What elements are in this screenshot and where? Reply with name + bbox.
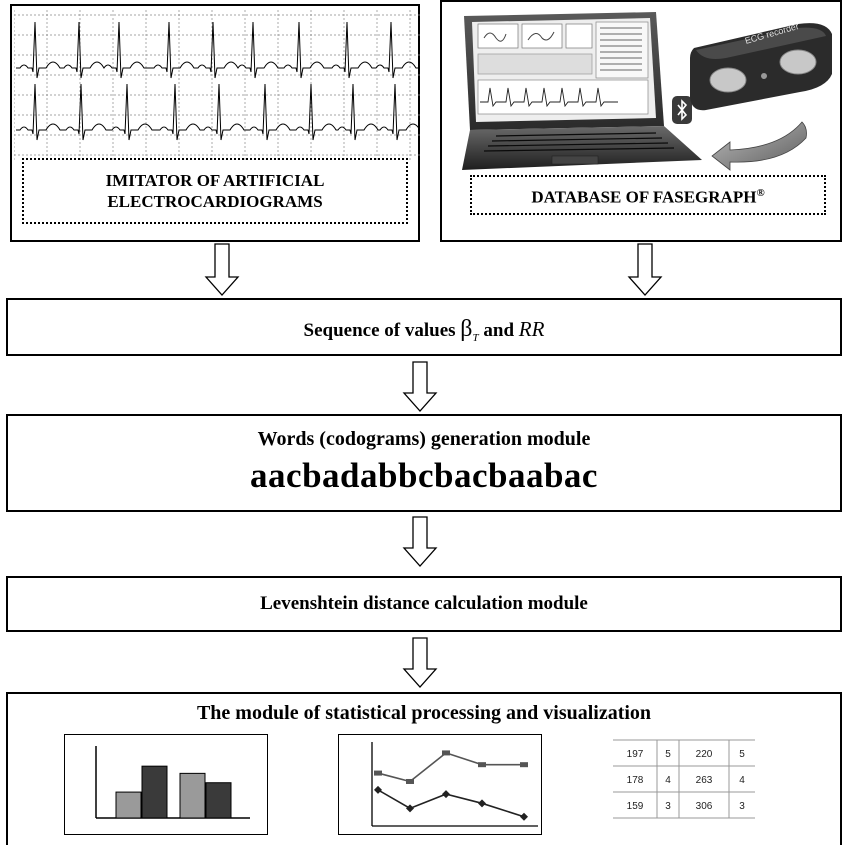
table-cell: 159 bbox=[627, 801, 644, 812]
down-arrow-3 bbox=[402, 516, 438, 567]
table-cell: 4 bbox=[665, 775, 671, 786]
line-lower-point-2 bbox=[442, 790, 450, 799]
line-upper-point-4 bbox=[520, 762, 528, 768]
down-arrow-left bbox=[204, 243, 240, 296]
table-cell: 3 bbox=[739, 801, 745, 812]
fasegraph-database-title-text: DATABASE OF FASEGRAPH bbox=[531, 187, 757, 207]
table-thumbnail: 197 5 220 5 178 4 263 4 159 3 306 3 bbox=[613, 739, 755, 819]
words-generation-box: Words (codograms) generation module aacb… bbox=[6, 414, 842, 512]
table-cell: 197 bbox=[627, 749, 644, 760]
fasegraph-database-panel: ECG recorder DATABASE OF FASEGRAPH® bbox=[440, 0, 842, 242]
beta-subscript: T bbox=[472, 331, 479, 344]
table-cell: 220 bbox=[696, 749, 713, 760]
and-text: and bbox=[483, 320, 515, 341]
line-upper-point-0 bbox=[374, 770, 382, 776]
levenshtein-box: Levenshtein distance calculation module bbox=[6, 576, 842, 632]
statistics-title: The module of statistical processing and… bbox=[196, 702, 652, 724]
bar-0 bbox=[115, 791, 142, 819]
ecg-traces bbox=[14, 10, 420, 160]
statistics-box: The module of statistical processing and… bbox=[6, 692, 842, 845]
line-chart-thumbnail bbox=[338, 734, 542, 835]
down-arrow-2 bbox=[402, 361, 438, 412]
line-lower-point-0 bbox=[374, 785, 382, 794]
table-cell: 178 bbox=[627, 775, 644, 786]
line-lower-point-3 bbox=[478, 799, 486, 808]
line-lower-point-1 bbox=[406, 804, 414, 813]
bluetooth-icon bbox=[672, 96, 692, 124]
bar-1 bbox=[141, 765, 168, 819]
ecg-imitator-panel: IMITATOR OF ARTIFICIAL ELECTROCARDIOGRAM… bbox=[10, 4, 420, 242]
codogram-text: aacbadabbcbacbaabac bbox=[250, 456, 598, 495]
levenshtein-title: Levenshtein distance calculation module bbox=[260, 593, 588, 614]
ecg-recorder-device: ECG recorder bbox=[690, 21, 832, 111]
sequence-of-values-label: Sequence of values βT and RR bbox=[8, 316, 840, 344]
bar-2 bbox=[179, 772, 206, 819]
table-cell: 5 bbox=[739, 749, 745, 760]
down-arrow-4 bbox=[402, 637, 438, 688]
bar-3 bbox=[205, 782, 232, 819]
curved-arrow-icon bbox=[711, 121, 807, 171]
line-upper-point-2 bbox=[442, 750, 450, 756]
registered-mark: ® bbox=[756, 186, 765, 199]
down-arrow-right bbox=[627, 243, 663, 296]
words-generation-title: Words (codograms) generation module bbox=[257, 428, 591, 450]
table-cell: 3 bbox=[665, 801, 671, 812]
fasegraph-database-title: DATABASE OF FASEGRAPH® bbox=[470, 175, 826, 215]
line-lower-point-4 bbox=[520, 812, 528, 821]
ecg-imitator-title-line2: ELECTROCARDIOGRAMS bbox=[107, 192, 323, 211]
beta-symbol: β bbox=[460, 316, 473, 342]
line-upper-point-3 bbox=[478, 762, 486, 768]
rr-text: RR bbox=[518, 317, 545, 341]
bar-chart-thumbnail bbox=[64, 734, 268, 835]
laptop-illustration bbox=[462, 12, 702, 170]
ecg-imitator-title: IMITATOR OF ARTIFICIAL ELECTROCARDIOGRAM… bbox=[22, 158, 408, 224]
sequence-of-values-box: Sequence of values βT and RR bbox=[6, 298, 842, 356]
table-cell: 263 bbox=[696, 775, 713, 786]
table-cell: 5 bbox=[665, 749, 671, 760]
table-cell: 4 bbox=[739, 775, 745, 786]
table-cell: 306 bbox=[696, 801, 713, 812]
sequence-text: Sequence of values bbox=[303, 320, 456, 341]
ecg-imitator-title-line1: IMITATOR OF ARTIFICIAL bbox=[105, 171, 325, 190]
line-upper-point-1 bbox=[406, 778, 414, 784]
